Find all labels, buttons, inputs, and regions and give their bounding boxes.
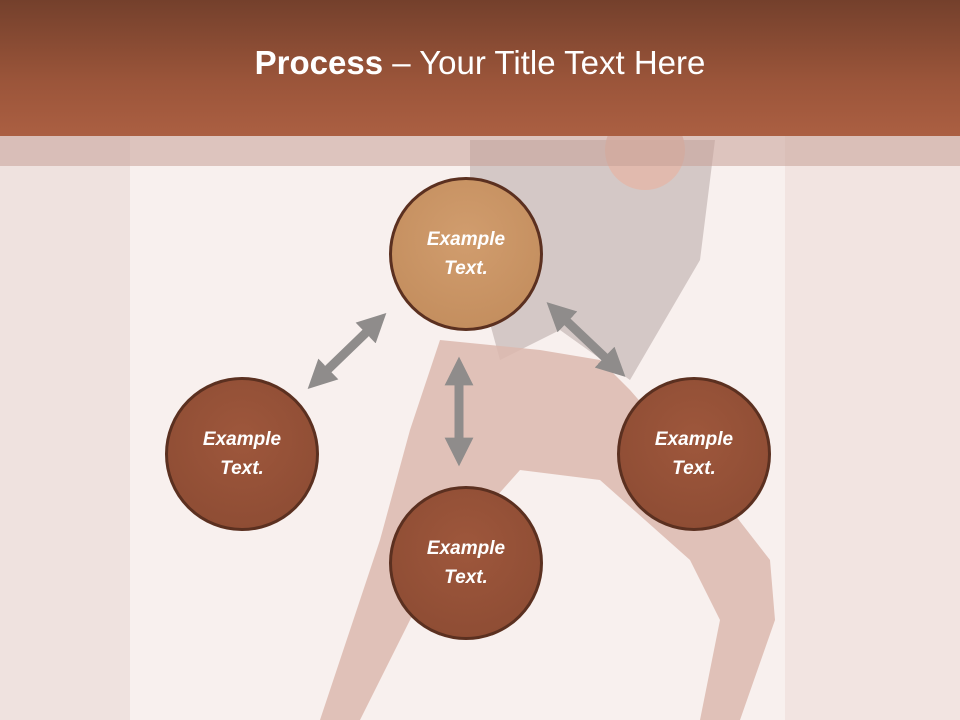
node-left: Example Text. (165, 377, 319, 531)
node-right: Example Text. (617, 377, 771, 531)
arrow-top-right (546, 302, 626, 377)
slide-title: Process – Your Title Text Here (255, 44, 706, 82)
node-left-text: Example Text. (202, 429, 282, 479)
title-band (0, 136, 960, 166)
title-bold: Process (254, 44, 384, 81)
node-bottom-text: Example Text. (426, 538, 506, 588)
node-right-text: Example Text. (654, 429, 734, 479)
arrow-top-left (307, 312, 387, 390)
node-top-text: Example Text. (426, 229, 506, 279)
node-bottom: Example Text. (389, 486, 543, 640)
title-bar: Process – Your Title Text Here (0, 0, 960, 136)
node-top: Example Text. (389, 177, 543, 331)
title-rest: – Your Title Text Here (383, 44, 706, 81)
